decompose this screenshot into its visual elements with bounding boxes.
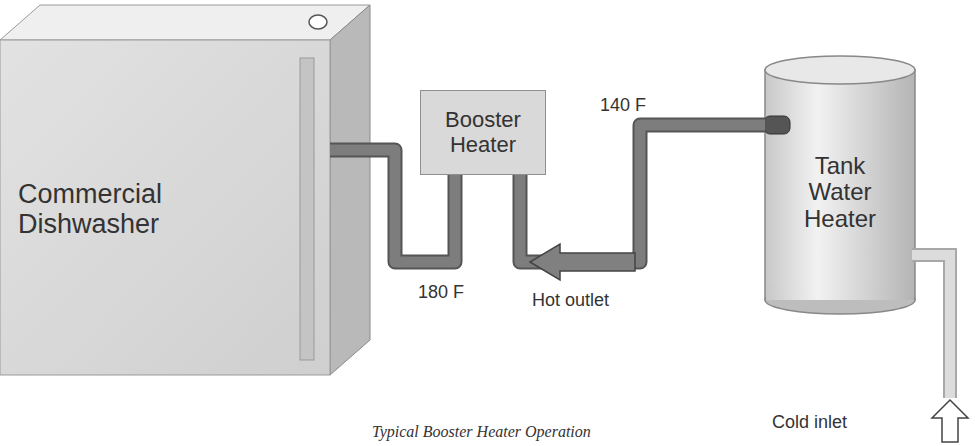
pipe-connector xyxy=(520,125,765,280)
figure-caption: Typical Booster Heater Operation xyxy=(372,423,591,441)
cold-inlet-arrow xyxy=(932,400,968,442)
booster-heater-box: Booster Heater xyxy=(420,90,546,175)
temperature-label: 180 F xyxy=(418,282,464,303)
dishwasher-door-edge xyxy=(300,58,314,360)
dishwasher-box: Commercial Dishwasher xyxy=(0,40,330,375)
dishwasher-front xyxy=(0,40,330,375)
pipe xyxy=(520,125,765,262)
cold-pipe xyxy=(912,255,950,398)
dishwasher-side xyxy=(330,5,370,375)
pipe-label: Hot outlet xyxy=(532,290,609,311)
tank-body xyxy=(765,70,915,300)
tank-body-cover xyxy=(766,285,914,300)
temperature-label: 140 F xyxy=(600,95,646,116)
tank-bottom xyxy=(765,286,915,314)
node-label: Booster Heater xyxy=(429,108,537,156)
tank-water-heater: Tank Water Heater xyxy=(765,100,915,285)
node-label: Tank Water Heater xyxy=(788,153,893,232)
dishwasher-top xyxy=(0,5,370,40)
tank-top xyxy=(765,56,915,84)
temperature-label: Cold inlet xyxy=(772,412,847,433)
node-label: Commercial Dishwasher xyxy=(18,180,258,239)
flow-arrow xyxy=(530,244,635,280)
outlet-fitting xyxy=(764,116,790,134)
indicator-light xyxy=(309,15,327,29)
cold-pipe-outline xyxy=(912,255,950,398)
pipe-outline xyxy=(520,125,765,262)
